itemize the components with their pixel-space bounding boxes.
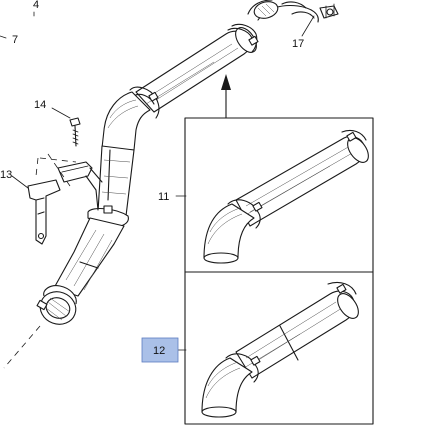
leader-7 <box>0 35 7 39</box>
detail-arrow-head <box>221 74 231 90</box>
part-12-duct <box>201 281 359 418</box>
bracket-phantom <box>35 153 77 187</box>
clamp-17 <box>319 3 339 19</box>
callout-13: 13 <box>0 169 12 181</box>
callout-11: 11 <box>158 191 169 203</box>
leader-14 <box>51 107 71 119</box>
callout-12-highlight[interactable] <box>141 337 179 363</box>
main-duct <box>36 23 259 325</box>
callout-12[interactable]: 12 <box>153 345 165 357</box>
centerline-lower <box>3 325 41 369</box>
callout-4: 4 <box>33 0 39 11</box>
callout-14: 14 <box>34 99 46 111</box>
leader-17 <box>301 15 315 37</box>
callout-7: 7 <box>12 34 18 46</box>
bolt-14 <box>69 117 81 147</box>
top-connector <box>247 0 319 23</box>
detail-box <box>184 117 374 425</box>
part-11-duct <box>203 129 369 264</box>
leader-13 <box>11 175 29 189</box>
callout-17: 17 <box>292 38 304 50</box>
bracket-13 <box>27 161 103 245</box>
